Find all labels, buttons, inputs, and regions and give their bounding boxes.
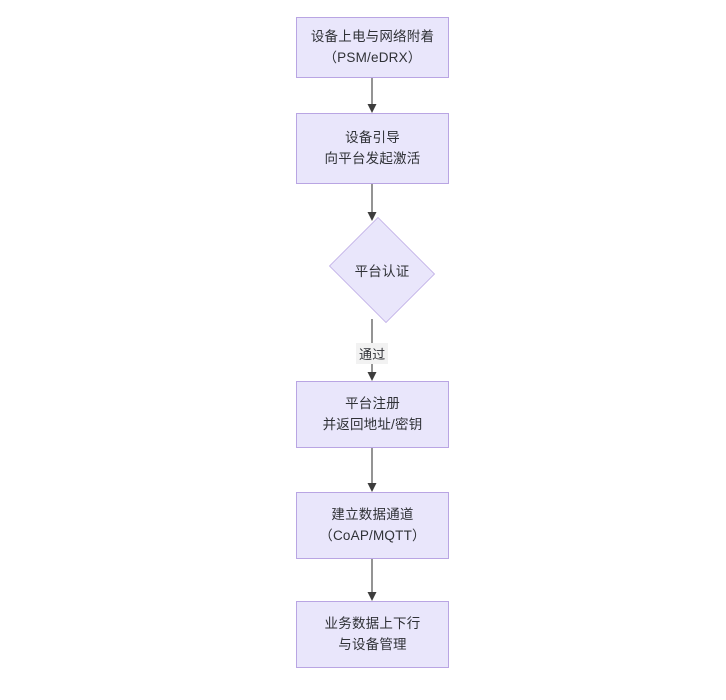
process-node-line-2: （CoAP/MQTT） [319, 527, 426, 543]
process-node-line-2: 向平台发起激活 [324, 150, 421, 166]
process-node-line-1: 平台注册 [345, 395, 400, 411]
process-node-n6[interactable]: 业务数据上下行与设备管理 [296, 601, 449, 668]
edge-arrowhead [367, 483, 377, 492]
decision-node-label: 平台认证 [354, 264, 410, 279]
process-node-n1[interactable]: 设备上电与网络附着 （PSM/eDRX） [296, 17, 449, 78]
process-node-line-1: 业务数据上下行 [324, 615, 421, 631]
process-node-line-2: （PSM/eDRX） [323, 49, 422, 65]
process-node-line-2: 与设备管理 [338, 636, 407, 652]
process-node-n2[interactable]: 设备引导向平台发起激活 [296, 113, 449, 184]
process-node-line-1: 设备上电与网络附着 [310, 28, 435, 44]
decision-node-n3[interactable]: 平台认证 [325, 217, 439, 323]
process-node-line-1: 设备引导 [345, 129, 400, 145]
process-node-line-1: 建立数据通道 [331, 506, 414, 522]
edge-arrowhead [367, 212, 377, 221]
process-node-n5[interactable]: 建立数据通道 （CoAP/MQTT） [296, 492, 449, 559]
process-node-line-2: 并返回地址/密钥 [322, 416, 423, 432]
process-node-n4[interactable]: 平台注册并返回地址/密钥 [296, 381, 449, 448]
edge-arrowhead [367, 372, 377, 381]
edge-label-e3: 通过 [356, 343, 389, 364]
edge-arrowhead [367, 104, 377, 113]
edge-arrowhead [367, 592, 377, 601]
